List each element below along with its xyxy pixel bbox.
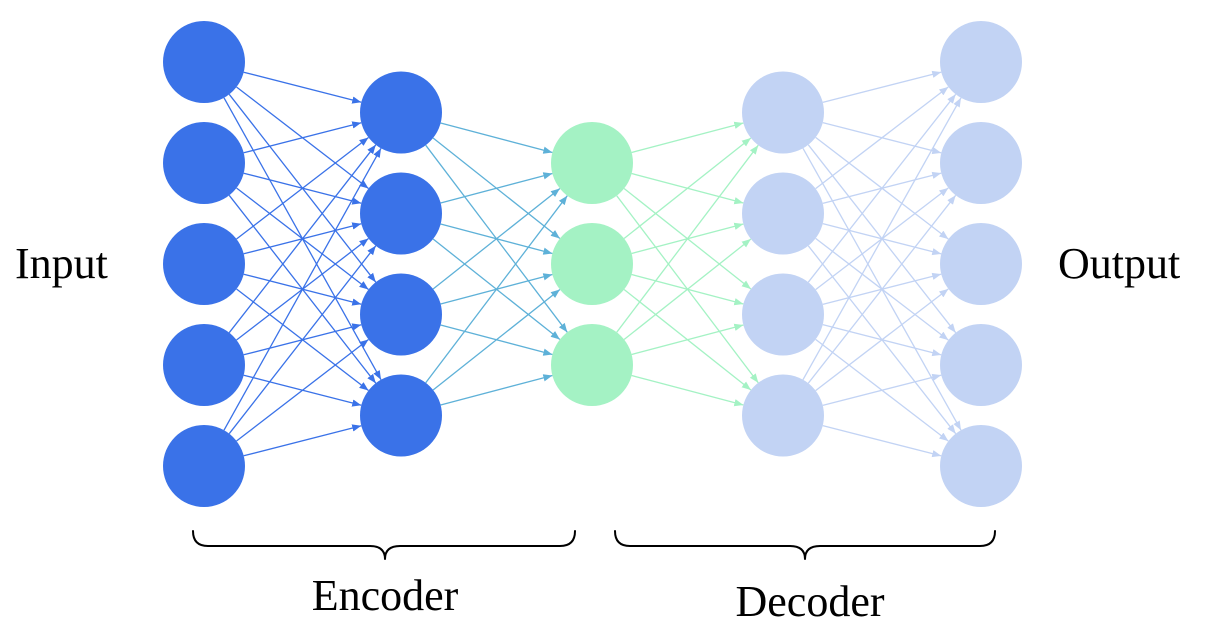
connection-0-3-0 xyxy=(228,144,377,334)
decoder-brace xyxy=(614,530,996,560)
connection-3-2-0 xyxy=(807,93,957,283)
neuron-layer1-4 xyxy=(163,324,245,406)
connection-1-3-0 xyxy=(425,195,568,384)
connection-0-4-2 xyxy=(236,338,369,442)
neuron-layer5-2 xyxy=(940,122,1022,204)
neuron-layer3-2 xyxy=(551,223,633,305)
neuron-layer2-3 xyxy=(360,273,442,356)
connection-3-3-0 xyxy=(802,97,962,381)
connection-1-3-2 xyxy=(440,374,553,406)
connection-1-0-0 xyxy=(440,122,553,154)
connection-0-2-0 xyxy=(236,136,369,240)
neuron-layer1-2 xyxy=(163,122,245,204)
connection-2-2-2 xyxy=(631,323,744,356)
encoder-label: Encoder xyxy=(312,571,459,620)
connection-2-2-1 xyxy=(623,238,752,341)
connection-0-1-0 xyxy=(243,121,362,154)
neuron-layer5-1 xyxy=(940,21,1022,103)
output-label: Output xyxy=(1058,239,1180,288)
connection-1-3-1 xyxy=(432,288,561,391)
connection-0-4-3 xyxy=(243,424,362,457)
connection-3-0-0 xyxy=(822,70,942,104)
connection-0-4-0 xyxy=(223,147,382,431)
neuron-layer1-5 xyxy=(163,425,245,507)
connections xyxy=(223,70,962,458)
neuron-layer2-1 xyxy=(360,71,442,154)
connection-3-3-1 xyxy=(807,194,957,384)
connection-3-3-2 xyxy=(815,288,949,392)
connection-2-2-3 xyxy=(631,374,744,407)
neuron-layer1-1 xyxy=(163,21,245,103)
connection-1-2-0 xyxy=(432,187,561,290)
neuron-layer5-3 xyxy=(940,223,1022,305)
connection-0-4-1 xyxy=(228,245,377,435)
connection-3-3-3 xyxy=(822,373,942,407)
neuron-layer3-1 xyxy=(551,122,633,204)
neuron-layer4-4 xyxy=(742,374,824,457)
neuron-layer3-3 xyxy=(551,324,633,406)
neurons xyxy=(163,21,1022,507)
neuron-layer4-3 xyxy=(742,273,824,356)
input-label: Input xyxy=(15,239,108,288)
connection-3-1-0 xyxy=(815,86,949,190)
decoder-label: Decoder xyxy=(735,577,884,626)
neuron-layer2-2 xyxy=(360,172,442,255)
neuron-layer5-4 xyxy=(940,324,1022,406)
connection-2-0-0 xyxy=(631,121,744,154)
connection-3-3-4 xyxy=(822,424,942,458)
connection-2-1-0 xyxy=(623,137,752,240)
encoder-brace xyxy=(192,530,576,560)
connection-2-2-0 xyxy=(616,144,759,333)
connection-0-0-0 xyxy=(243,71,362,104)
neuron-layer2-4 xyxy=(360,374,442,457)
neuron-layer5-5 xyxy=(940,425,1022,507)
neuron-layer1-3 xyxy=(163,223,245,305)
connection-1-1-0 xyxy=(440,172,553,204)
neuron-layer4-1 xyxy=(742,71,824,154)
neuron-layer4-2 xyxy=(742,172,824,255)
